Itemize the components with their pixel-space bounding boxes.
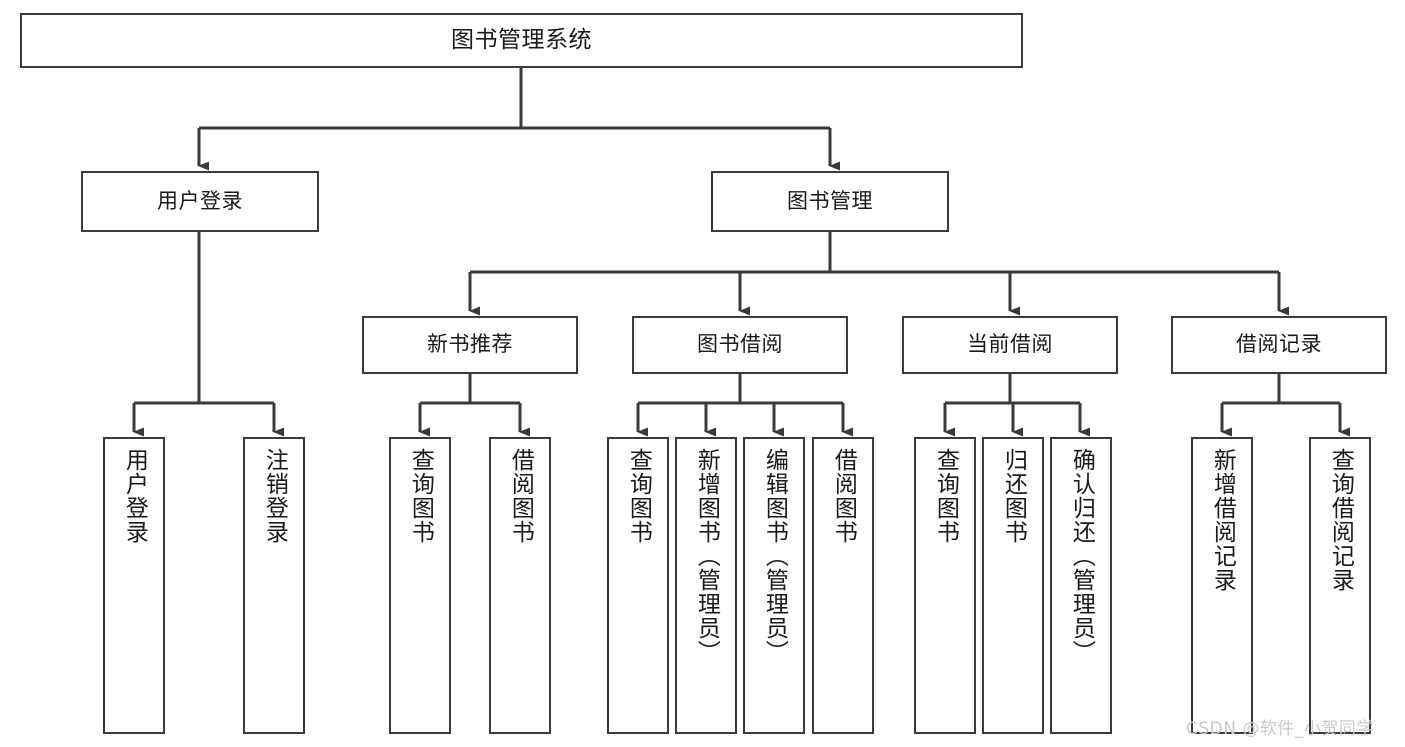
node-label: 借阅记录 — [1236, 332, 1322, 357]
node-label: 查询图书 — [407, 448, 434, 544]
node-leaf-add-borrow-record[interactable]: 新增借阅记录 — [1191, 437, 1253, 734]
node-leaf-confirm-return-admin[interactable]: 确认归还（管理员） — [1050, 437, 1112, 734]
node-leaf-edit-book-admin[interactable]: 编辑图书（管理员） — [743, 437, 805, 734]
node-label: 查询借阅记录 — [1327, 448, 1354, 592]
node-leaf-logout[interactable]: 注销登录 — [243, 437, 305, 734]
node-label: 编辑图书（管理员） — [761, 448, 788, 664]
node-leaf-query-book-current[interactable]: 查询图书 — [914, 437, 976, 734]
node-label: 图书借阅 — [697, 332, 783, 357]
node-label: 归还图书 — [1000, 448, 1027, 544]
node-leaf-add-book-admin[interactable]: 新增图书（管理员） — [675, 437, 737, 734]
node-borrow-record[interactable]: 借阅记录 — [1171, 316, 1387, 374]
node-label: 查询图书 — [932, 448, 959, 544]
node-leaf-return-book[interactable]: 归还图书 — [982, 437, 1044, 734]
node-label: 图书管理 — [787, 188, 873, 213]
node-label: 查询图书 — [625, 448, 652, 544]
node-label: 新增图书（管理员） — [693, 448, 720, 664]
node-leaf-borrow-book-recommend[interactable]: 借阅图书 — [489, 437, 551, 734]
node-label: 新书推荐 — [427, 332, 513, 357]
node-book-management[interactable]: 图书管理 — [711, 171, 949, 232]
node-label: 用户登录 — [121, 448, 148, 544]
node-leaf-query-book-borrow[interactable]: 查询图书 — [607, 437, 669, 734]
node-label: 借阅图书 — [830, 448, 857, 544]
node-leaf-user-login[interactable]: 用户登录 — [103, 437, 165, 734]
csdn-watermark: CSDN @软件_小贺同学 — [1186, 719, 1374, 739]
node-leaf-borrow-book[interactable]: 借阅图书 — [812, 437, 874, 734]
node-label: 用户登录 — [157, 188, 243, 213]
node-label: 确认归还（管理员） — [1068, 448, 1095, 664]
node-label: 当前借阅 — [967, 332, 1053, 357]
node-label: 新增借阅记录 — [1209, 448, 1236, 592]
node-book-borrow[interactable]: 图书借阅 — [632, 316, 848, 374]
node-root-system[interactable]: 图书管理系统 — [20, 13, 1023, 68]
node-label: 借阅图书 — [507, 448, 534, 544]
node-user-login[interactable]: 用户登录 — [81, 171, 319, 232]
node-current-borrow[interactable]: 当前借阅 — [902, 316, 1118, 374]
node-leaf-query-borrow-record[interactable]: 查询借阅记录 — [1309, 437, 1371, 734]
node-label: 注销登录 — [261, 448, 288, 544]
node-new-book-recommend[interactable]: 新书推荐 — [362, 316, 578, 374]
node-label: 图书管理系统 — [451, 27, 592, 54]
node-leaf-query-book-recommend[interactable]: 查询图书 — [389, 437, 451, 734]
